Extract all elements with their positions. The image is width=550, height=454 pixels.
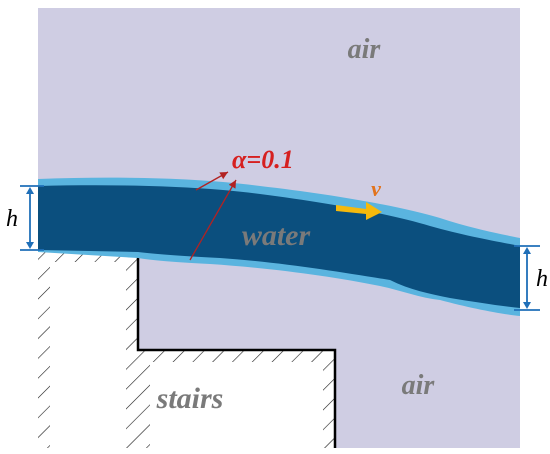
h-left-arrow-down [26, 242, 34, 249]
alpha-arrow-upper [195, 171, 229, 191]
h-marker-left [20, 185, 44, 251]
h-left-arrow-up [26, 187, 34, 194]
stairs-hatch-mask [50, 262, 126, 448]
water-core [38, 185, 520, 308]
velocity-arrow-icon [336, 202, 382, 220]
label-air-bottom: air [402, 370, 436, 401]
label-alpha: α=0.1 [232, 145, 294, 174]
label-stairs: stairs [156, 382, 224, 415]
label-air-top: air [348, 34, 382, 65]
alpha-arrow-lower [189, 179, 237, 261]
h-right-arrow-down [523, 302, 531, 309]
label-water: water [242, 219, 311, 252]
label-h-left: h [6, 206, 18, 232]
stairs-hatch-mask-2 [150, 362, 323, 448]
h-marker-right [514, 245, 540, 311]
h-right-arrow-up [523, 247, 531, 254]
label-h-right: h [536, 266, 548, 292]
label-velocity: v [371, 176, 381, 201]
